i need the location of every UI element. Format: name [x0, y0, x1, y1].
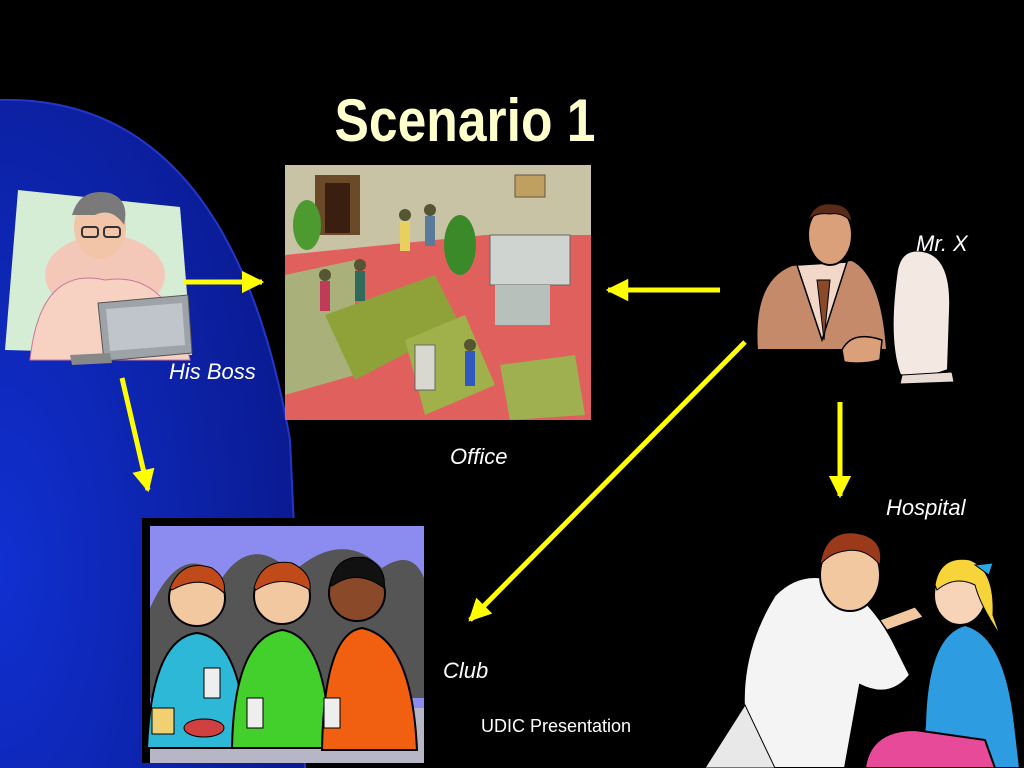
club-friends-drinking-clipart: [142, 518, 424, 763]
boss-man-at-computer-icon: [5, 190, 193, 365]
mr-x-businessman-icon: [755, 203, 955, 385]
hospital-doctor-child-clipart: [704, 532, 1022, 768]
office-floor-clipart: [285, 165, 591, 420]
arrow-boss-to-club: [119, 377, 155, 493]
slide-title: Scenario 1: [334, 87, 596, 154]
label-office: Office: [450, 444, 508, 469]
slide-footer: UDIC Presentation: [481, 716, 632, 736]
label-club: Club: [443, 658, 489, 683]
label-his-boss: His Boss: [169, 359, 256, 384]
label-mr-x: Mr. X: [916, 231, 968, 256]
label-hospital: Hospital: [886, 495, 966, 520]
arrow-mrx-to-club: [468, 340, 747, 622]
